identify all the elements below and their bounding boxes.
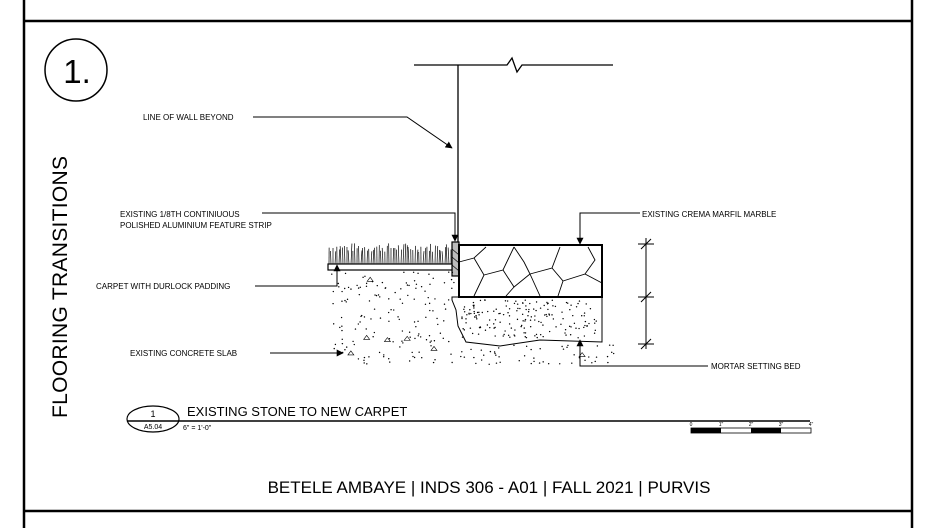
callout-slab: EXISTING CONCRETE SLAB [130,349,237,358]
detail-title-block: 1 A5.04 EXISTING STONE TO NEW CARPET 6" … [126,404,810,433]
title-detail-number: 1 [150,409,155,419]
callout-marble: EXISTING CREMA MARFIL MARBLE [642,210,776,219]
mortar-bed [451,296,603,347]
scale-label: 3" [779,422,784,428]
marble-tile [458,244,603,298]
wall-break-line [414,56,613,242]
graphic-scale: 0 1" 2" 3" 4" [690,422,814,434]
callout-strip-line2: POLISHED ALUMINIUM FEATURE STRIP [120,221,272,230]
footer-credit: BETELE AMBAYE | INDS 306 - A01 | FALL 20… [268,478,711,497]
callout-carpet: CARPET WITH DURLOCK PADDING [96,282,230,291]
concrete-slab [331,271,615,365]
scale-label: 0 [690,422,693,428]
leader-lines [253,116,708,367]
dimension-string [638,238,654,350]
callout-wall-beyond: LINE OF WALL BEYOND [143,113,234,122]
detail-number-badge: 1. [44,38,108,102]
aluminium-strip [451,241,460,277]
scale-label: 2" [749,422,754,428]
detail-number: 1. [63,53,91,90]
callout-strip-line1: EXISTING 1/8TH CONTINIUOUS [120,210,240,219]
title-sheet-ref: A5.04 [144,424,162,431]
sheet-frame [22,0,914,528]
scale-label: 1" [719,422,724,428]
carpet [327,243,453,271]
callout-mortar: MORTAR SETTING BED [711,362,801,371]
scale-label: 4" [809,422,814,428]
side-title: FLOORING TRANSITIONS [49,156,72,418]
detail-scale: 6" = 1'-0" [183,425,212,432]
detail-title: EXISTING STONE TO NEW CARPET [187,404,407,419]
